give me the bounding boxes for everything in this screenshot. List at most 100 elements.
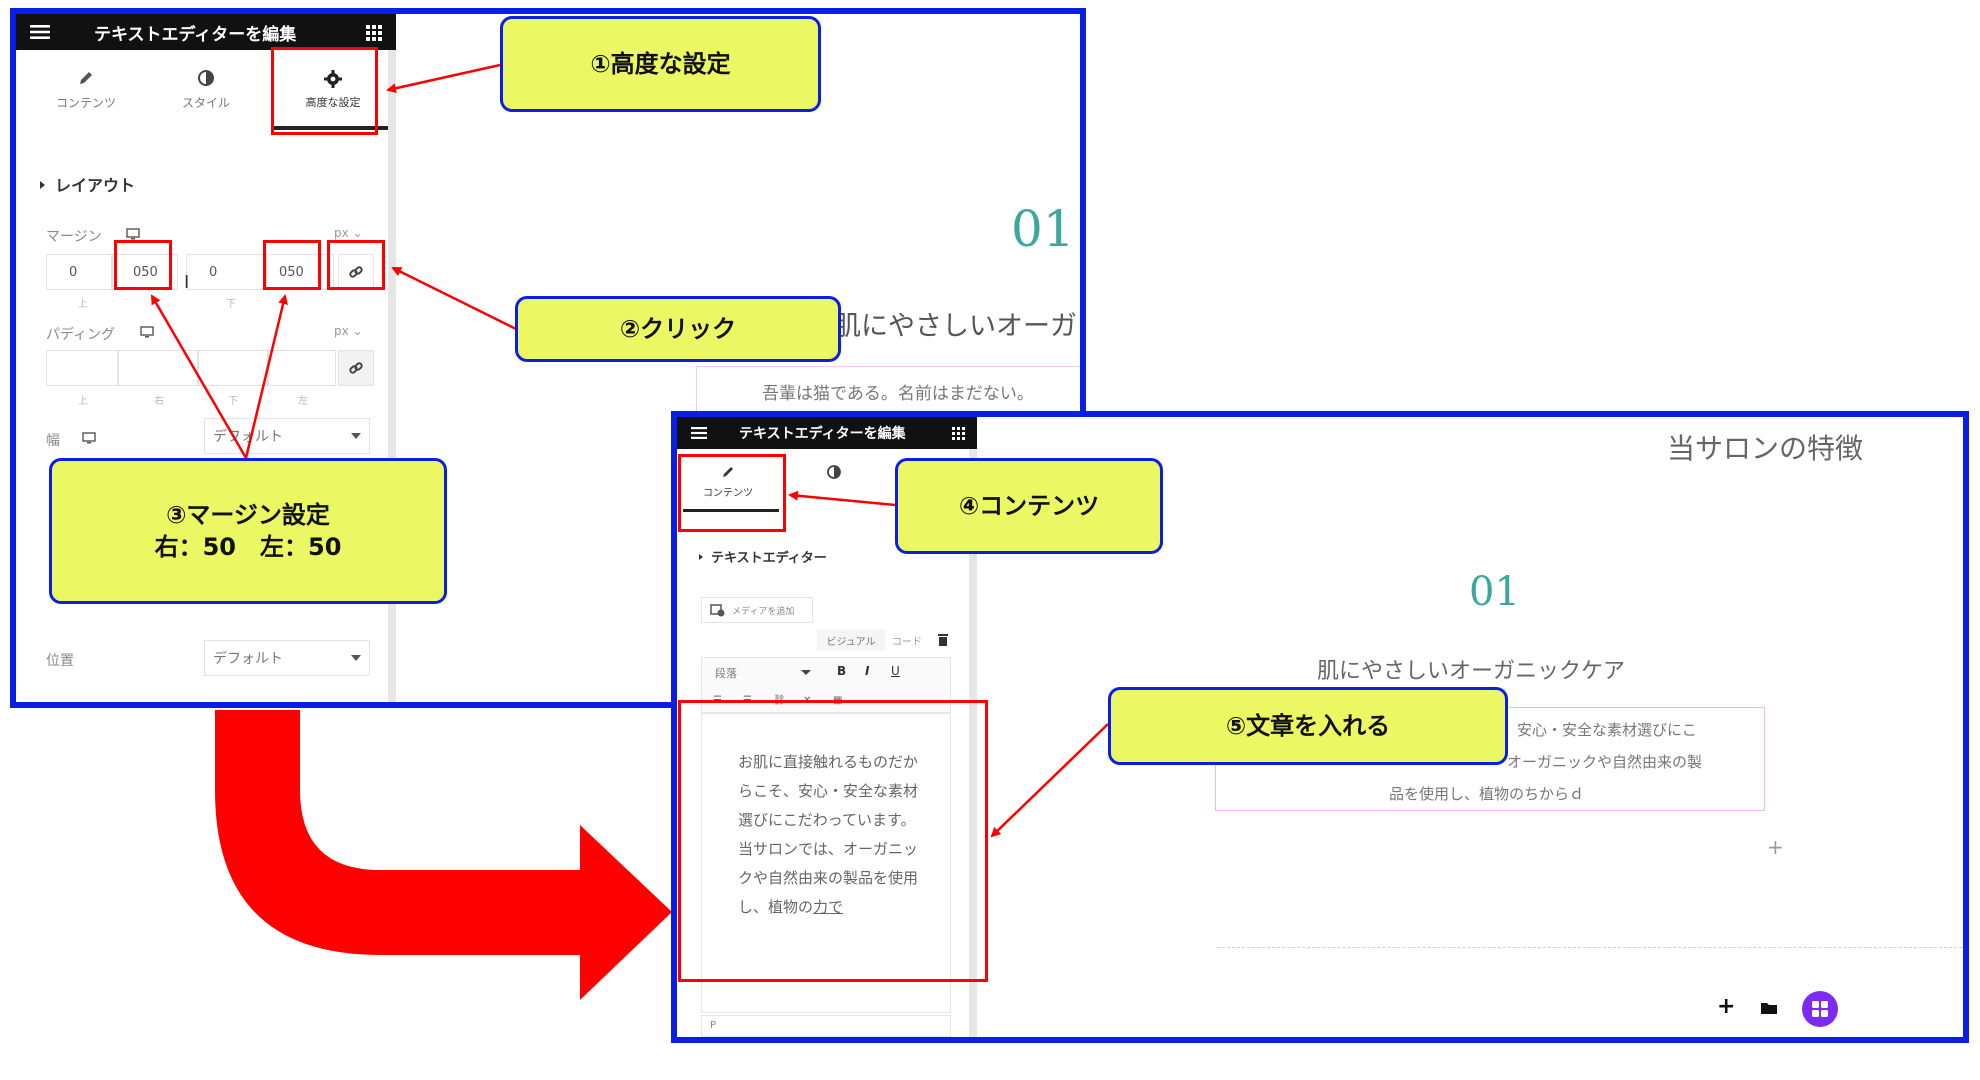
desktop-icon[interactable] xyxy=(82,432,96,444)
preview-text-line-1: 安心・安全な素材選びにこ xyxy=(1517,721,1697,739)
editor-topbar: テキストエディターを編集 xyxy=(16,14,396,50)
active-tab-underline xyxy=(272,126,394,130)
grid-apps-icon[interactable] xyxy=(952,427,965,440)
code-tab[interactable]: コード xyxy=(887,629,927,651)
tab-content[interactable]: コンテンツ xyxy=(36,70,136,120)
preview-heading: 肌にやさしいオーガ xyxy=(834,311,1077,342)
big-red-arrow xyxy=(215,710,672,1000)
editor-title: テキストエディターを編集 xyxy=(94,24,297,45)
margin-left-input[interactable]: 050 xyxy=(266,254,334,290)
editor-title: テキストエディターを編集 xyxy=(739,426,906,442)
margin-bottom-value: 0 xyxy=(209,264,218,280)
editor-text: お肌に直接触れるものだからこそ、安心・安全な素材選びにこだわっています。当サロン… xyxy=(738,753,919,916)
margin-left-value: 050 xyxy=(279,264,304,280)
margin-label: マージン xyxy=(46,229,102,245)
sidebar-scrollbar[interactable] xyxy=(388,50,396,702)
callout-advanced-settings-text: ①高度な設定 xyxy=(590,49,731,78)
text-cursor-icon: I xyxy=(184,272,190,293)
highlight-link-button xyxy=(327,240,385,290)
add-media-button[interactable]: メディアを追加 xyxy=(701,597,813,623)
plus-icon[interactable]: + xyxy=(1717,994,1736,1019)
callout-click: ②クリック xyxy=(515,296,841,362)
padding-label: パディング xyxy=(46,327,116,343)
callout-content-text: ④コンテンツ xyxy=(958,491,1100,520)
tab-content-label: コンテンツ xyxy=(703,488,753,499)
padding-top-sublabel: 上 xyxy=(78,396,88,407)
pencil-icon xyxy=(721,465,735,479)
desktop-icon[interactable] xyxy=(126,228,140,240)
section-layout[interactable]: レイアウト xyxy=(40,172,135,196)
margin-right-value: 050 xyxy=(133,264,158,280)
bold-icon[interactable]: B xyxy=(837,664,847,678)
highlight-advanced-tab xyxy=(271,47,378,135)
arrow-callout3-b xyxy=(244,294,288,459)
margin-top-sublabel: 上 xyxy=(78,299,88,310)
margin-unit[interactable]: px ⌄ xyxy=(334,226,363,240)
padding-right-sublabel: 右 xyxy=(154,396,164,407)
callout-click-text: ②クリック xyxy=(619,314,737,343)
callout-content: ④コンテンツ xyxy=(895,458,1163,554)
section-layout-label: レイアウト xyxy=(55,176,136,195)
preview-title: 肌にやさしいオーガニックケア xyxy=(1317,659,1626,684)
highlight-text-area xyxy=(678,700,988,982)
tab-content[interactable]: コンテンツ xyxy=(683,465,773,505)
preview-text: 吾輩は猫である。名前はまだない。 xyxy=(762,384,1034,404)
padding-link-button[interactable] xyxy=(338,350,374,386)
section-text-editor[interactable]: テキストエディター xyxy=(699,547,827,566)
arrow-callout1 xyxy=(386,63,501,94)
tab-advanced[interactable]: 高度な設定 xyxy=(278,70,388,120)
padding-right-input[interactable] xyxy=(118,350,198,386)
tab-content-label: コンテンツ xyxy=(55,96,116,110)
trash-icon[interactable] xyxy=(937,633,949,646)
padding-unit-label: px xyxy=(334,324,349,338)
format-select[interactable]: 段落 xyxy=(707,661,819,685)
drop-area xyxy=(1217,947,1963,1037)
highlight-content-tab xyxy=(678,454,786,532)
path-bar: P xyxy=(701,1015,951,1037)
widgets-icon xyxy=(1812,1001,1828,1017)
callout-margin-line2: 右：50 左：50 xyxy=(154,533,342,561)
preview-text-line-3: 品を使用し、植物のちからｄ xyxy=(1389,785,1585,803)
italic-icon[interactable]: I xyxy=(865,664,870,678)
position-select-value: デフォルト xyxy=(213,651,283,667)
margin-top-input[interactable]: 0 xyxy=(46,254,112,290)
margin-unit-label: px xyxy=(334,226,349,240)
tab-style[interactable] xyxy=(817,465,877,505)
link-icon xyxy=(349,361,363,375)
visual-tab[interactable]: ビジュアル xyxy=(817,629,885,651)
editor-topbar: テキストエディターを編集 xyxy=(677,417,977,449)
preview-number-01: 01 xyxy=(1469,569,1520,615)
padding-top-input[interactable] xyxy=(46,350,118,386)
caret-right-icon xyxy=(40,181,45,189)
preview-text-line-2: オーガニックや自然由来の製 xyxy=(1507,753,1703,771)
elementor-add-button[interactable] xyxy=(1802,991,1838,1027)
sidebar-scrollbar[interactable] xyxy=(969,449,977,1037)
editor-toolbar xyxy=(701,657,951,713)
hamburger-menu-icon[interactable] xyxy=(691,427,709,439)
folder-icon[interactable] xyxy=(1761,1001,1777,1014)
padding-bottom-sublabel: 下 xyxy=(228,396,238,407)
arrow-callout4 xyxy=(788,490,896,507)
margin-bottom-input[interactable]: 0 xyxy=(186,254,266,290)
padding-left-input[interactable] xyxy=(268,350,336,386)
callout-insert-text-text: ⑤文章を入れる xyxy=(1225,711,1391,740)
desktop-icon[interactable] xyxy=(140,326,154,338)
margin-link-button[interactable] xyxy=(338,254,374,290)
padding-unit[interactable]: px ⌄ xyxy=(334,324,363,338)
add-media-label: メディアを追加 xyxy=(732,606,795,617)
pencil-icon xyxy=(78,70,94,86)
callout-advanced-settings: ①高度な設定 xyxy=(500,16,821,112)
hamburger-menu-icon[interactable] xyxy=(30,25,50,39)
preview-section-heading: 当サロンの特徴 xyxy=(1667,432,1864,465)
underline-icon[interactable]: U xyxy=(891,664,900,678)
add-element-icon[interactable]: + xyxy=(1767,835,1784,859)
text-editor-area[interactable]: お肌に直接触れるものだからこそ、安心・安全な素材選びにこだわっています。当サロン… xyxy=(701,713,951,1013)
highlight-margin-right xyxy=(114,240,172,290)
arrow-callout5 xyxy=(990,723,1109,838)
padding-left-sublabel: 左 xyxy=(298,396,308,407)
position-select[interactable]: デフォルト xyxy=(204,640,370,676)
grid-apps-icon[interactable] xyxy=(366,25,382,41)
tab-style[interactable]: スタイル xyxy=(156,70,256,120)
caret-right-icon xyxy=(699,554,703,560)
